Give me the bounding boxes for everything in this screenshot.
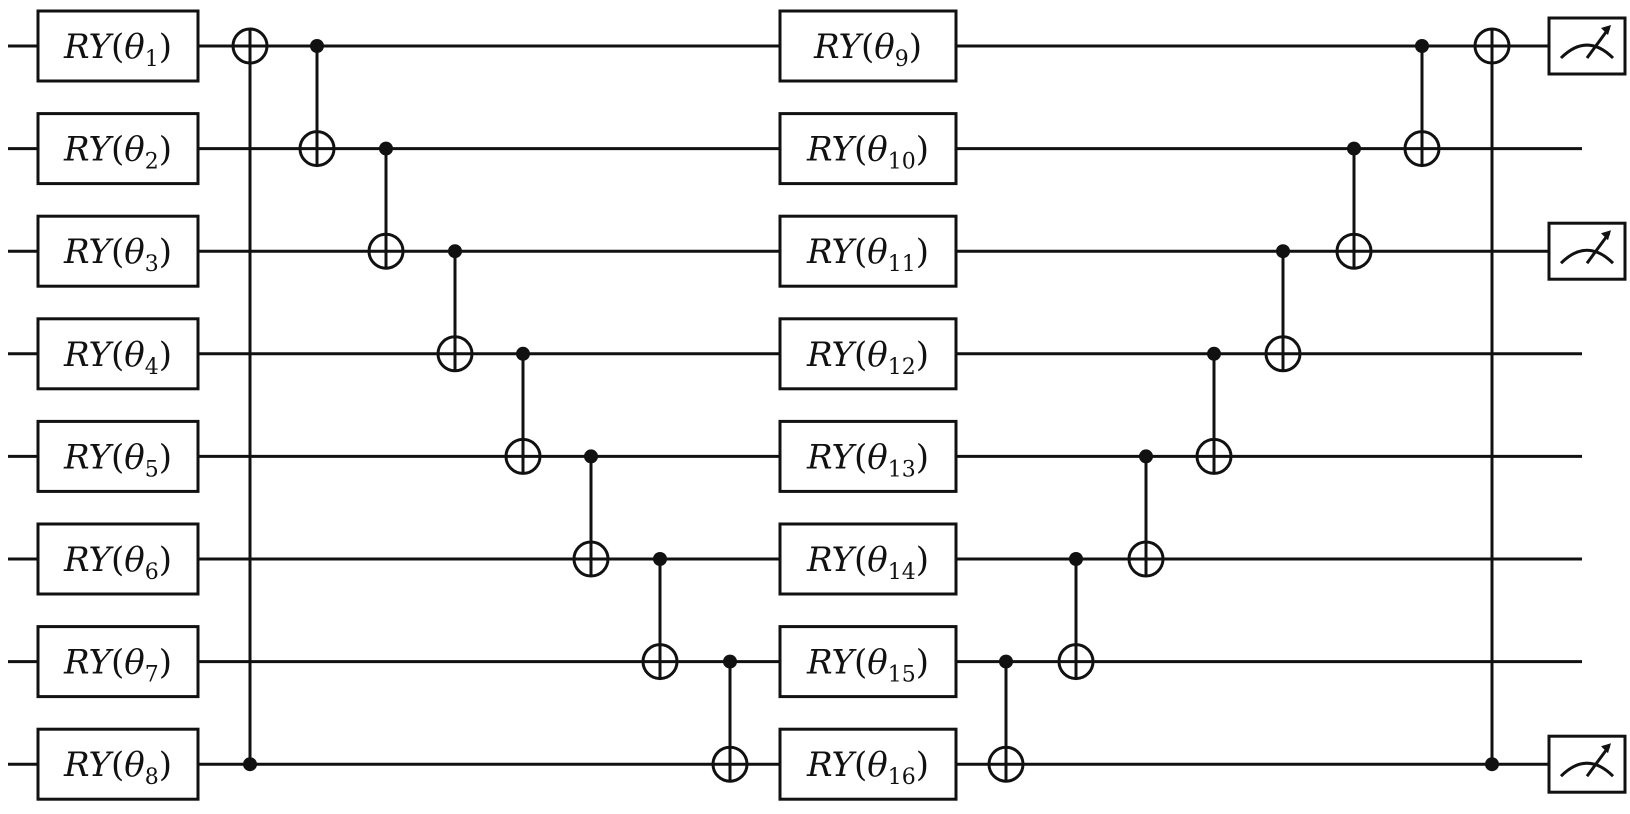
gate-box xyxy=(778,727,958,801)
gate-label: RY(θ7) xyxy=(63,643,172,688)
control-dot xyxy=(1139,449,1153,464)
cnot-gate xyxy=(1127,449,1165,578)
gate-box xyxy=(778,625,958,699)
cnot-gate xyxy=(1057,552,1095,681)
meter-arc xyxy=(1559,248,1615,265)
ry-gate: RY(θ12) xyxy=(778,317,958,391)
control-dot xyxy=(1485,757,1499,772)
gate-label: RY(θ10) xyxy=(806,130,929,175)
gate-box xyxy=(36,727,200,801)
cnot-gate xyxy=(504,346,542,475)
ry-gate: RY(θ8) xyxy=(36,727,200,801)
control-dot xyxy=(1415,39,1429,53)
ry-gate: RY(θ9) xyxy=(778,9,958,83)
cnot-gate xyxy=(711,654,749,783)
ry-gate: RY(θ14) xyxy=(778,522,958,596)
cnot-gate xyxy=(436,244,474,373)
ry-gate: RY(θ3) xyxy=(36,214,200,288)
ry-gate: RY(θ13) xyxy=(778,419,958,493)
control-dot xyxy=(448,244,462,259)
meter-needle xyxy=(1585,27,1611,59)
cnot-gate xyxy=(1403,39,1441,168)
gate-label: RY(θ15) xyxy=(806,643,929,688)
cnot-gate xyxy=(1335,141,1373,270)
gate-box xyxy=(778,214,958,288)
gate-label: RY(θ3) xyxy=(63,232,172,277)
gate-label: RY(θ4) xyxy=(63,335,172,380)
gate-box xyxy=(778,419,958,493)
meter-arrowhead xyxy=(1601,230,1611,241)
gate-label: RY(θ6) xyxy=(63,540,172,585)
control-dot xyxy=(379,141,393,156)
meter-arc xyxy=(1559,43,1615,60)
cnot-gate xyxy=(572,449,610,578)
gate-label: RY(θ16) xyxy=(806,745,929,790)
gate-label: RY(θ11) xyxy=(806,232,929,277)
ry-gate: RY(θ11) xyxy=(778,214,958,288)
gate-label: RY(θ1) xyxy=(63,27,172,72)
operations-layer: RY(θ1) RY(θ2) RY(θ3) RY(θ4) RY(θ5) RY(θ6) RY(θ… xyxy=(36,9,1627,801)
meter-needle xyxy=(1585,745,1611,778)
ry-gate: RY(θ7) xyxy=(36,625,200,699)
gate-box xyxy=(778,112,958,186)
gate-label: RY(θ5) xyxy=(63,437,172,482)
measurement-meter-icon xyxy=(1547,734,1627,794)
control-dot xyxy=(310,39,324,53)
control-dot xyxy=(1347,141,1361,156)
control-dot xyxy=(723,654,737,669)
gate-label: RY(θ12) xyxy=(806,335,929,380)
cnot-gate xyxy=(641,552,679,681)
measurement-meter-icon xyxy=(1547,16,1627,76)
gate-box xyxy=(36,214,200,288)
cnot-gate xyxy=(1195,346,1233,475)
ry-gate: RY(θ5) xyxy=(36,419,200,493)
cnot-gate xyxy=(298,39,336,168)
meter-arrowhead xyxy=(1601,743,1611,754)
cnot-gate xyxy=(1473,27,1511,772)
ry-gate: RY(θ16) xyxy=(778,727,958,801)
gate-box xyxy=(36,419,200,493)
meter-arrowhead xyxy=(1601,25,1611,35)
control-dot xyxy=(243,757,257,772)
gate-box xyxy=(778,9,958,83)
ry-gate: RY(θ4) xyxy=(36,317,200,391)
gate-box xyxy=(36,522,200,596)
gate-label: RY(θ2) xyxy=(63,130,172,175)
control-dot xyxy=(1207,346,1221,361)
cnot-gate xyxy=(231,27,269,772)
gate-label: RY(θ13) xyxy=(806,437,929,482)
meter-arc xyxy=(1559,761,1615,778)
ry-gate: RY(θ2) xyxy=(36,112,200,186)
gate-label: RY(θ14) xyxy=(806,540,929,585)
cnot-gate xyxy=(1264,244,1302,373)
gate-box xyxy=(36,317,200,391)
ry-gate: RY(θ1) xyxy=(36,9,200,83)
control-dot xyxy=(999,654,1013,669)
control-dot xyxy=(1276,244,1290,259)
gate-box xyxy=(778,522,958,596)
gate-box xyxy=(36,112,200,186)
control-dot xyxy=(516,346,530,361)
control-dot xyxy=(584,449,598,464)
ry-gate: RY(θ15) xyxy=(778,625,958,699)
cnot-gate xyxy=(987,654,1025,783)
control-dot xyxy=(653,552,667,566)
cnot-gate xyxy=(367,141,405,270)
gate-box xyxy=(36,9,200,83)
meter-needle xyxy=(1585,232,1611,265)
gate-label: RY(θ9) xyxy=(813,27,922,72)
ry-gate: RY(θ10) xyxy=(778,112,958,186)
measurement-meter-icon xyxy=(1547,221,1627,281)
control-dot xyxy=(1069,552,1083,566)
gate-box xyxy=(778,317,958,391)
ry-gate: RY(θ6) xyxy=(36,522,200,596)
gate-label: RY(θ8) xyxy=(63,745,172,790)
gate-box xyxy=(36,625,200,699)
